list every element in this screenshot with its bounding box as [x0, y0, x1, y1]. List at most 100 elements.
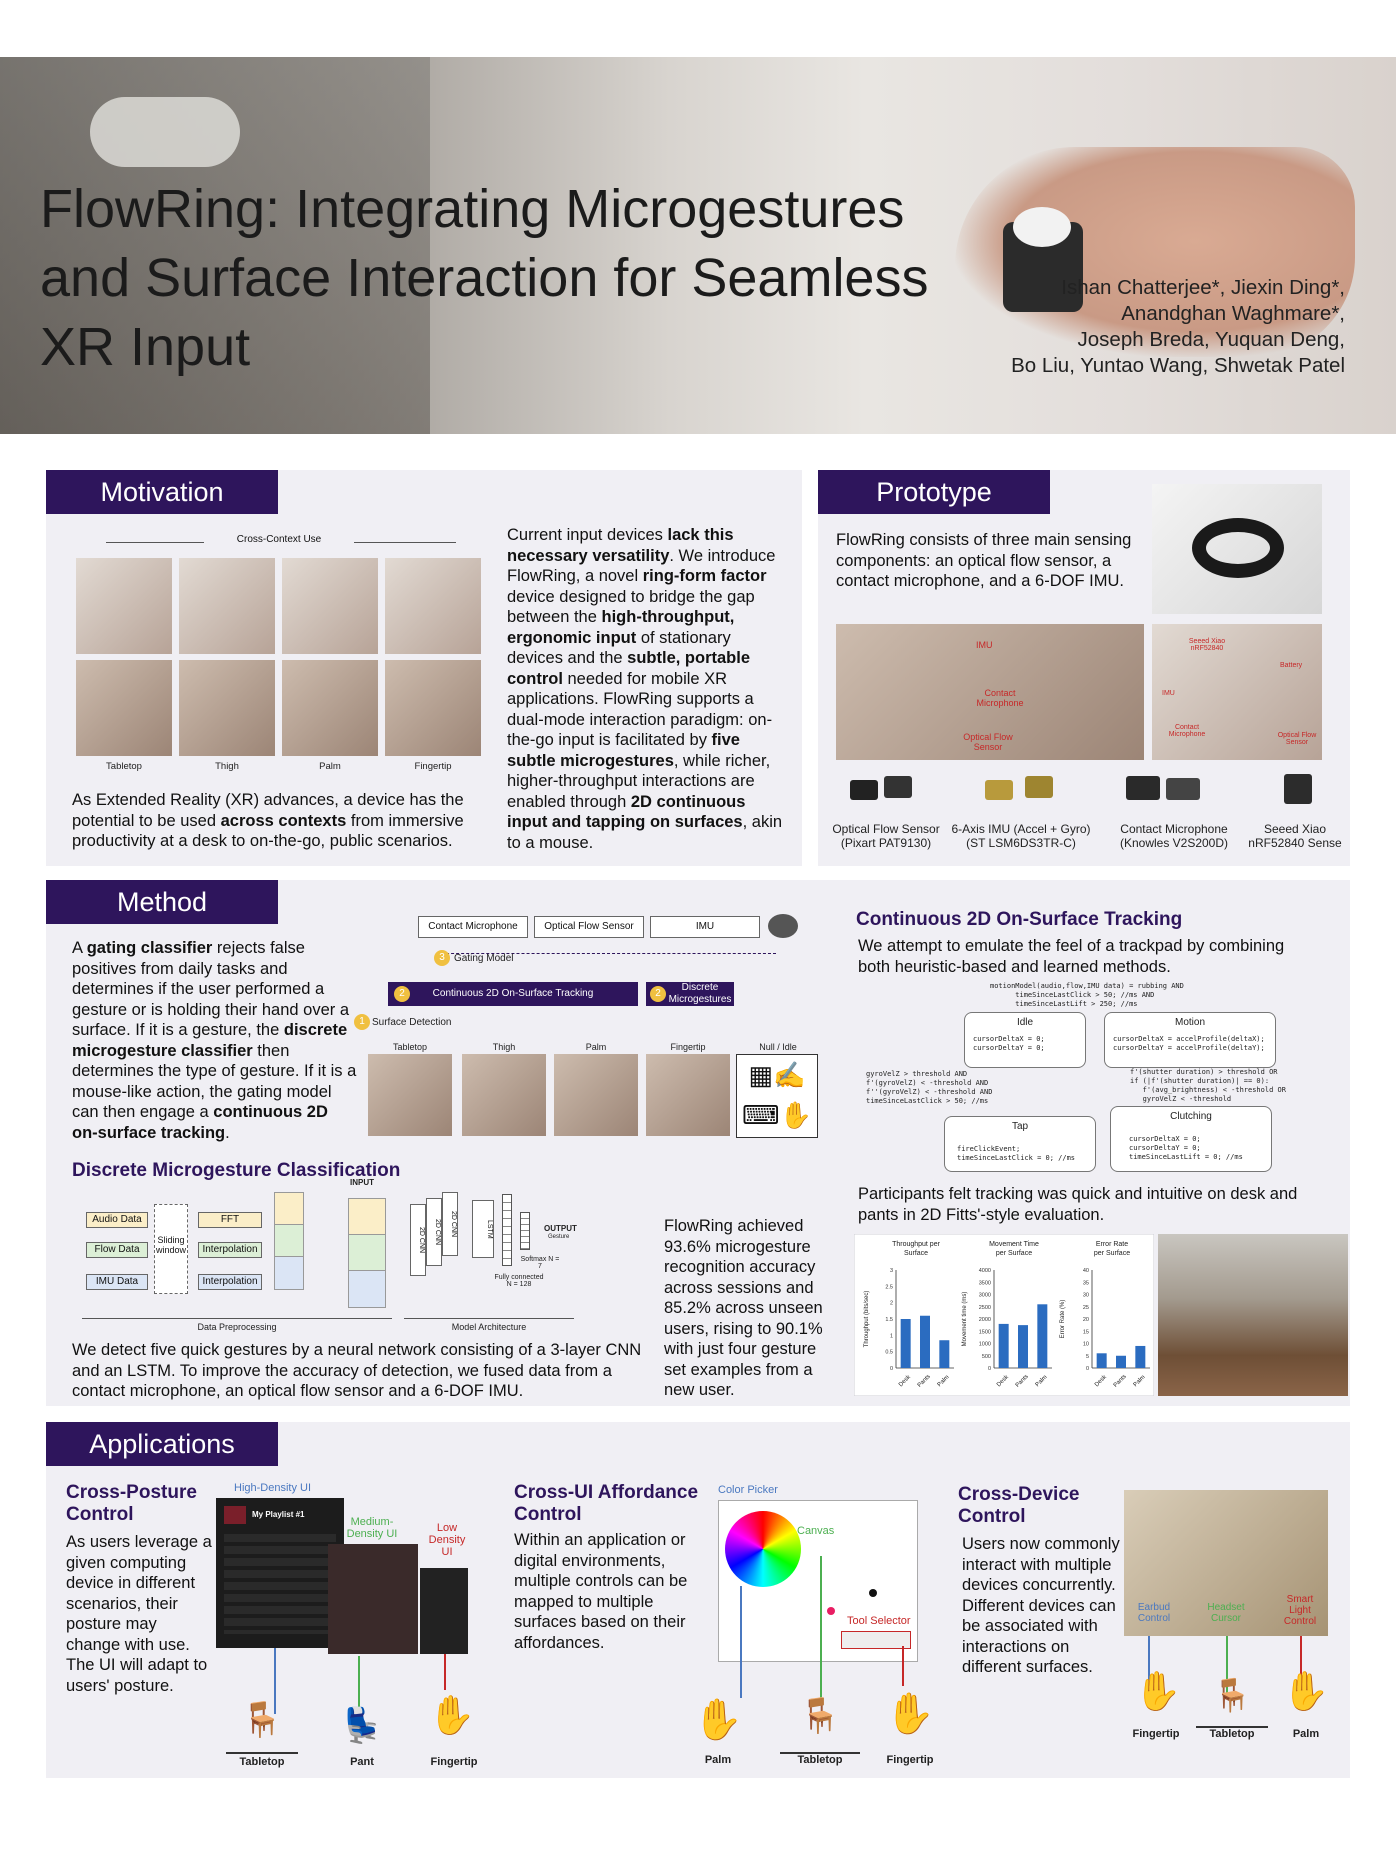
device-label: Palm	[1292, 1728, 1320, 1740]
tabletop-figure-icon: 🪑	[226, 1700, 298, 1754]
ui-label: High-Density UI	[234, 1482, 312, 1494]
affordance-label: Palm	[704, 1754, 732, 1766]
cnn-layer: 2D CNN	[410, 1204, 426, 1276]
ring-device-photo	[1003, 207, 1083, 312]
ring-icon	[1192, 518, 1284, 578]
tick-label: 0	[988, 1366, 991, 1372]
ui-label: Color Picker	[718, 1484, 778, 1496]
op-box: Interpolation	[198, 1274, 262, 1290]
ring-photo	[1152, 484, 1322, 614]
high-density-ui: My Playlist #1	[216, 1498, 344, 1648]
tracking-text: We attempt to emulate the feel of a trac…	[858, 937, 1285, 976]
fsm-condition: motionModel(audio,flow,IMU data) = rubbi…	[990, 982, 1184, 1008]
motion-state: Motion cursorDeltaX = accelProfile(delta…	[1104, 1012, 1276, 1068]
fingertip-hand-icon: ✋	[885, 1692, 935, 1736]
board-label: Battery	[1280, 662, 1303, 669]
fc-layer	[502, 1194, 512, 1266]
tick-label: 2.5	[885, 1284, 893, 1290]
bar	[1116, 1355, 1126, 1368]
ui-label: Tool Selector	[847, 1615, 911, 1627]
tick-label: 2500	[979, 1305, 991, 1311]
class-photo	[462, 1054, 546, 1136]
low-density-ui	[420, 1568, 468, 1654]
class-label: Tabletop	[392, 1042, 428, 1052]
device-label: Tabletop	[1209, 1728, 1255, 1740]
chip-icon	[985, 780, 1013, 800]
chip-icon	[1166, 778, 1200, 800]
context-photo	[76, 558, 172, 654]
hand-photo	[282, 660, 378, 756]
device-photo: Earbud Control Headset Cursor Smart Ligh…	[1124, 1490, 1328, 1636]
ui-label: Smart Light Control	[1283, 1594, 1317, 1627]
poster-title: FlowRing: Integrating Microgestures and …	[40, 179, 929, 377]
tick-label: 20	[1083, 1317, 1089, 1323]
tick-label: 3	[890, 1268, 893, 1274]
headset-photo	[90, 97, 240, 167]
bar	[1037, 1304, 1048, 1368]
bar	[1018, 1325, 1028, 1368]
participants-text: Participants felt tracking was quick and…	[858, 1185, 1298, 1224]
output-sub-label: Gesture	[548, 1234, 570, 1240]
clutching-state: Clutching cursorDeltaX = 0; cursorDeltaY…	[1110, 1106, 1272, 1172]
photo-label: Contact Microphone	[976, 688, 1024, 708]
header-banner	[0, 57, 1396, 434]
y-axis-label: Throughput (bits/sec)	[864, 1291, 870, 1348]
ui-label: Low Density UI	[428, 1522, 466, 1558]
input-box: Audio Data	[86, 1212, 148, 1228]
cnn-layer: 2D CNN	[426, 1198, 442, 1266]
fsm-condition: f'(shutter duration) > threshold OR if (…	[1130, 1068, 1286, 1103]
idle-state: Idle cursorDeltaX = 0; cursorDeltaY = 0;	[964, 1012, 1086, 1068]
bar	[1096, 1353, 1107, 1368]
component-caption: Contact Microphone(Knowles V2S200D)	[1119, 822, 1229, 850]
method-heading: Method	[46, 880, 278, 924]
context-label: Thigh	[215, 761, 239, 772]
hand-photo	[76, 660, 172, 756]
tap-state: Tap fireClickEvent; timeSinceLastClick =…	[944, 1116, 1096, 1172]
step-badge: 3	[434, 950, 450, 966]
cnn-layer: 2D CNN	[442, 1192, 458, 1256]
palm-hand-icon: ✋	[1282, 1671, 1330, 1713]
posture-label: Fingertip	[430, 1756, 478, 1768]
dmc-text: We detect five quick gestures by a neura…	[72, 1341, 642, 1400]
color-wheel[interactable]	[725, 1511, 801, 1587]
tick-label: 25	[1083, 1305, 1089, 1311]
tick-label: 10	[1083, 1342, 1089, 1348]
tick-label: 3000	[979, 1293, 991, 1299]
tick-label: 1.5	[885, 1317, 893, 1323]
bar	[1135, 1345, 1146, 1368]
prototype-text: FlowRing consists of three main sensing …	[836, 531, 1132, 590]
device-label: Fingertip	[1132, 1728, 1180, 1740]
photo-label: Optical Flow Sensor	[963, 732, 1013, 752]
device-title: Cross-Device Control	[958, 1484, 1080, 1527]
preproc-label: Data Preprocessing	[197, 1322, 277, 1332]
tabletop-figure-icon: 🪑	[1196, 1676, 1268, 1728]
fingertip-hand-icon: ✋	[1134, 1671, 1182, 1713]
tick-label: 500	[982, 1354, 991, 1360]
state-machine: motionModel(audio,flow,IMU data) = rubbi…	[860, 978, 1290, 1178]
arch-label: Model Architecture	[451, 1322, 527, 1332]
hand-photo	[385, 660, 481, 756]
bar	[939, 1340, 950, 1368]
tick-label: 4000	[979, 1268, 991, 1274]
softmax-label: Softmax N = 7	[520, 1256, 560, 1270]
context-label: Tabletop	[106, 761, 142, 772]
dmc-title: Discrete Microgesture Classification	[72, 1160, 401, 1181]
surface-label: Surface Detection	[372, 1017, 452, 1028]
method-text: A gating classifier rejects false positi…	[72, 939, 357, 1142]
lstm-layer: LSTM	[472, 1200, 494, 1258]
sensor-box: Optical Flow Sensor	[534, 916, 644, 938]
op-box: Interpolation	[198, 1242, 262, 1258]
gating-diagram: Contact Microphone Optical Flow Sensor I…	[354, 910, 818, 1140]
board-label: Seeed Xiao nRF52840	[1188, 638, 1226, 652]
context-photo	[282, 558, 378, 654]
sensor-box: Contact Microphone	[418, 916, 528, 938]
prototype-board-photo: Seeed Xiao nRF52840 Battery IMU Contact …	[1152, 624, 1322, 760]
context-label: Fingertip	[414, 761, 452, 772]
motivation-text-right: Current input devices lack this necessar…	[507, 526, 783, 852]
fc-label: Fully connected N = 128	[494, 1274, 544, 1288]
playlist-title: My Playlist #1	[252, 1510, 305, 1519]
ui-label: Medium-Density UI	[346, 1516, 398, 1540]
tool-selector[interactable]	[841, 1631, 911, 1649]
